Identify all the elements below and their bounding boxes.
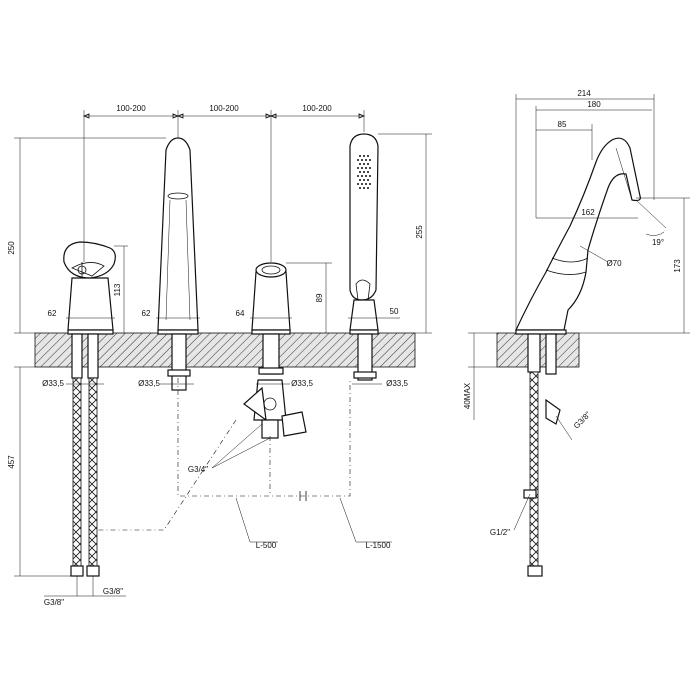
- dim-spacing-2: 100-200: [209, 104, 239, 113]
- dim-side-width-total: 214: [577, 89, 591, 98]
- diverter: [243, 379, 307, 439]
- dim-side-height: 173: [673, 259, 682, 273]
- thread-side: G3/8": [572, 410, 593, 431]
- dim-side-spout-reach: 162: [581, 208, 595, 217]
- thread-diverter: G3/4": [188, 465, 208, 474]
- side-hose: [529, 371, 539, 569]
- dim-hole-2: Ø33,5: [138, 379, 160, 388]
- handle-mixer: [251, 262, 291, 335]
- dim-spout-height: 113: [113, 283, 122, 296]
- dim-spacing-1: 100-200: [116, 104, 146, 113]
- thread-bottom-1: G3/8": [44, 598, 64, 607]
- dim-hole-1: Ø33,5: [42, 379, 64, 388]
- dim-width-3: 64: [236, 309, 245, 318]
- dim-spacing-3: 100-200: [302, 104, 332, 113]
- dim-hose-vertical: 457: [7, 455, 16, 469]
- thread-bottom-2: G3/8": [103, 587, 123, 596]
- dim-width-4: 50: [390, 307, 399, 316]
- dim-height-right: 255: [415, 225, 424, 239]
- dim-hole-4: Ø33,5: [386, 379, 408, 388]
- side-mixer-body: [515, 137, 641, 331]
- dim-side-width-handle: 85: [558, 120, 567, 129]
- dim-width-1: 62: [48, 309, 57, 318]
- shower-nozzles: [357, 155, 371, 189]
- dim-hole-3: Ø33,5: [291, 379, 313, 388]
- hose-left-b: [88, 377, 98, 569]
- dim-height-left: 250: [7, 241, 16, 255]
- hand-shower: [349, 133, 379, 335]
- side-view: 214 180 85 162 19° Ø70 173 40MAX G3/8": [463, 89, 690, 577]
- thread-side-bottom: G1/2": [490, 528, 510, 537]
- spout-left: [63, 241, 116, 335]
- dim-side-width-reach: 180: [587, 100, 601, 109]
- dim-side-diameter: Ø70: [606, 259, 622, 268]
- hose-length-500: L-500: [256, 541, 277, 550]
- dim-width-2: 62: [142, 309, 151, 318]
- dim-side-deck-max: 40MAX: [463, 382, 472, 409]
- hose-left-a: [72, 377, 82, 569]
- dim-side-angle: 19°: [652, 238, 664, 247]
- shanks: [71, 333, 377, 391]
- dim-handle-height: 89: [315, 293, 324, 302]
- spout-tall: [157, 137, 199, 335]
- front-view: 100-200 100-200 100-200 250 113 89 255 6…: [7, 104, 432, 607]
- hose-length-1500: L-1500: [366, 541, 391, 550]
